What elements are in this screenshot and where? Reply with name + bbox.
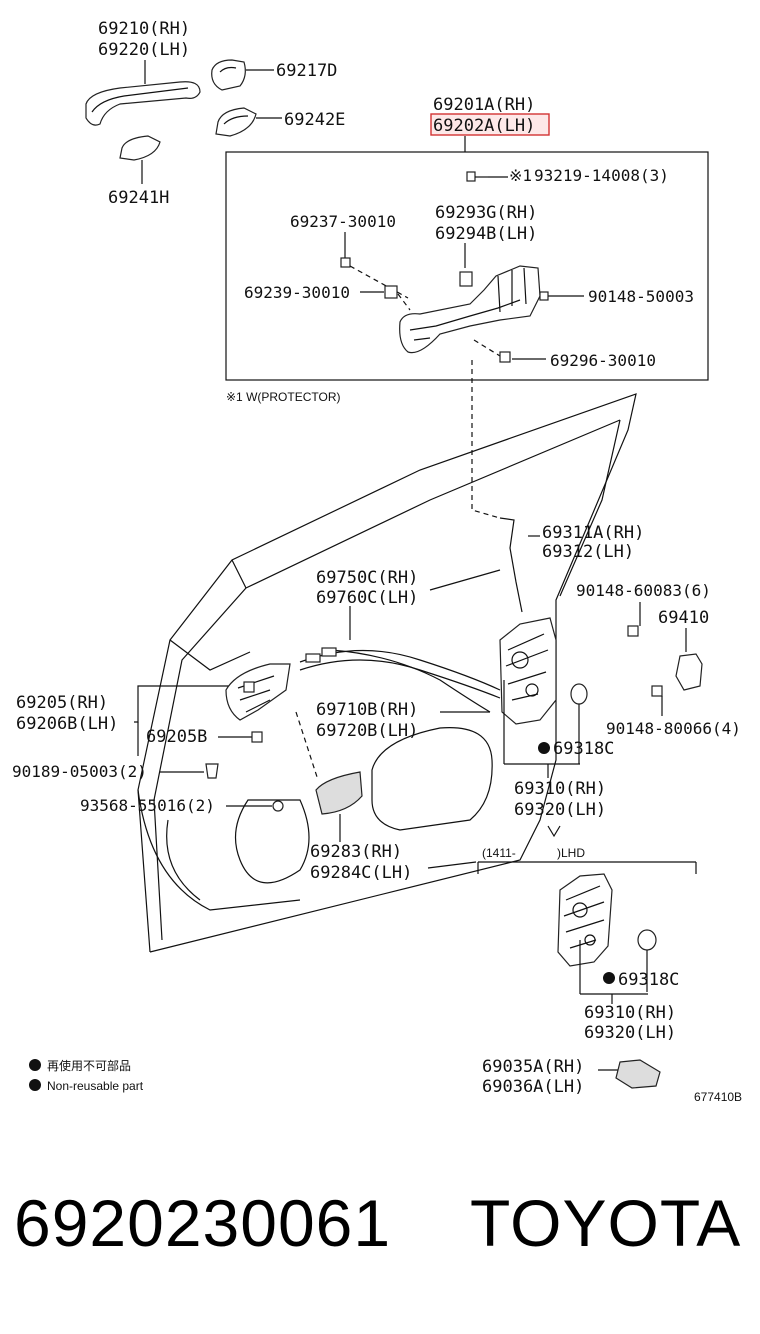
clip-69296	[499, 351, 511, 363]
cable-assembly	[299, 647, 501, 713]
part-69241h	[119, 135, 161, 161]
dashed-guide	[473, 339, 501, 357]
screw-93219-part	[466, 171, 488, 182]
legend-en: Non-reusable part	[47, 1079, 144, 1093]
callout-69205: 69205(RH)	[16, 693, 108, 713]
callout-69284c: 69284C(LH)	[310, 863, 412, 883]
highlight-box	[430, 113, 550, 136]
callout-69220: 69220(LH)	[98, 40, 190, 60]
screw-93568	[272, 800, 284, 812]
door-lock-part-b	[557, 873, 613, 967]
callout-69320-b: 69320(LH)	[584, 1023, 676, 1043]
dashed-guide	[397, 293, 411, 311]
door-panel-outline	[137, 393, 637, 953]
striker-69410	[675, 653, 703, 691]
callout-69217d: 69217D	[276, 61, 337, 81]
bushing-69239	[384, 285, 398, 299]
inside-handle-part	[225, 663, 291, 721]
dashed-guide	[349, 265, 409, 299]
bolt-90148-50003	[539, 291, 549, 301]
legend-jp: 再使用不可部品	[47, 1058, 131, 1073]
range-start: (1411-	[482, 846, 516, 860]
callout-90148-80066: 90148-80066(4)	[606, 719, 741, 738]
callout-69710b: 69710B(RH)	[316, 700, 418, 720]
bezel-part	[315, 771, 363, 815]
washer-69318c	[570, 683, 588, 705]
dashed-guide	[295, 711, 319, 781]
leader-line	[134, 685, 240, 723]
callout-69036a: 69036A(LH)	[482, 1077, 584, 1097]
cover-part	[615, 1059, 661, 1089]
dashed-guide	[471, 360, 501, 519]
callout-69760c: 69760C(LH)	[316, 588, 418, 608]
callout-69202a-highlighted: 69202A(LH)	[433, 116, 535, 136]
callout-69206b: 69206B(LH)	[16, 714, 118, 734]
callout-90189: 90189-05003(2)	[12, 762, 147, 781]
protector-note: ※1 W(PROTECTOR)	[226, 390, 341, 404]
range-end: )LHD	[557, 846, 585, 860]
leader-line	[547, 825, 561, 838]
callout-69242e: 69242E	[284, 110, 345, 130]
callout-69310-a: 69310(RH)	[514, 779, 606, 799]
door-lock-part-a	[499, 617, 557, 725]
callout-69311a: 69311A(RH)	[542, 523, 644, 543]
callout-69283: 69283(RH)	[310, 842, 402, 862]
frame-assembly-box	[225, 151, 709, 381]
callout-69310-b: 69310(RH)	[584, 1003, 676, 1023]
bolt-90148-80066	[651, 685, 663, 697]
non-reusable-mark-b	[603, 972, 615, 984]
callout-69318c-b: 69318C	[618, 970, 679, 990]
clip-69237	[340, 257, 351, 268]
brand-name: TOYOTA	[470, 1186, 742, 1260]
parts-diagram: 69210(RH) 69220(LH) 69217D 69242E 69241H…	[12, 19, 742, 1104]
callout-69210: 69210(RH)	[98, 19, 190, 39]
callout-69201a: 69201A(RH)	[433, 95, 535, 115]
callout-69312: 69312(LH)	[542, 542, 634, 562]
callout-90148-50003: 90148-50003	[588, 287, 694, 306]
callout-69294b: 69294B(LH)	[435, 224, 537, 244]
outside-handle-part	[85, 81, 201, 126]
callout-90148-60083: 90148-60083(6)	[576, 581, 711, 600]
callout-93568: 93568-55016(2)	[80, 796, 215, 815]
frame-assembly-part	[399, 265, 541, 354]
leader-line	[427, 861, 477, 869]
leader-line	[429, 569, 501, 591]
callout-93219: 93219-14008(3)	[534, 166, 669, 185]
callout-69239: 69239-30010	[244, 283, 350, 302]
legend-dot	[29, 1079, 41, 1091]
callout-69750c: 69750C(RH)	[316, 568, 418, 588]
callout-69205b: 69205B	[146, 727, 207, 747]
callout-69296: 69296-30010	[550, 351, 656, 370]
callout-69720b: 69720B(LH)	[316, 721, 418, 741]
screw-mark: ※1	[509, 166, 532, 185]
callout-69320-a: 69320(LH)	[514, 800, 606, 820]
callout-69410: 69410	[658, 608, 709, 628]
part-69205b	[251, 731, 263, 743]
bolt-90148-60083	[627, 625, 639, 637]
callout-69237: 69237-30010	[290, 212, 396, 231]
legend-dot	[29, 1059, 41, 1071]
washer-69318c-b	[637, 929, 657, 951]
part-69217d	[211, 59, 246, 91]
footer: 6920230061 TOYOTA	[0, 1185, 760, 1285]
part-69242e	[215, 107, 257, 137]
part-number: 6920230061	[14, 1186, 392, 1260]
callout-69241h: 69241H	[108, 188, 169, 208]
non-reusable-mark-a	[538, 742, 550, 754]
rod-69311a	[499, 517, 523, 613]
callout-69318c-a: 69318C	[553, 739, 614, 759]
callout-69035a: 69035A(RH)	[482, 1057, 584, 1077]
clip-90189	[205, 763, 219, 779]
figure-code: 677410B	[694, 1090, 742, 1104]
callout-69293g: 69293G(RH)	[435, 203, 537, 223]
